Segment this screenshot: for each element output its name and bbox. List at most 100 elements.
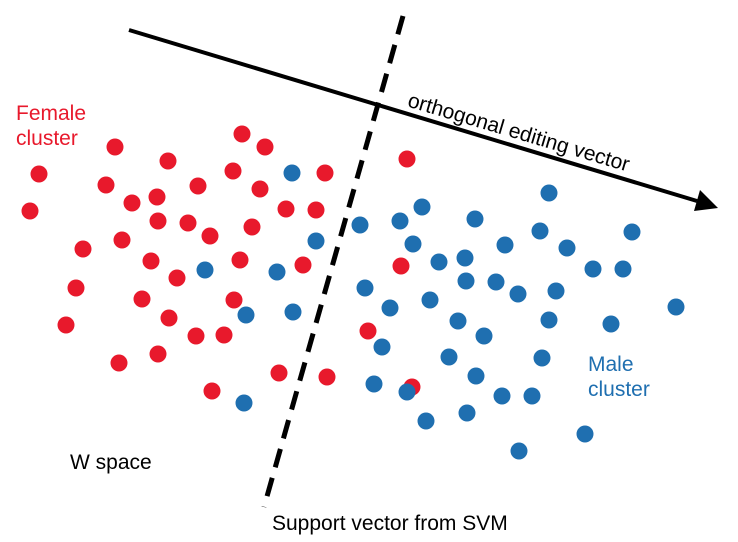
male-point [404,235,422,253]
female-point [277,200,295,218]
female-point [233,125,251,143]
male-point [475,327,493,345]
female-cluster-points [21,125,421,400]
male-point [398,383,416,401]
male-point [417,412,435,430]
male-point [493,387,511,405]
male-label-line2: cluster [588,378,650,401]
male-point [602,315,620,333]
female-point [316,164,334,182]
female-point [307,201,325,219]
male-point [196,261,214,279]
female-label-line1: Female [16,102,87,125]
female-point [225,291,243,309]
female-point [74,240,92,258]
male-point [421,291,439,309]
female-point [113,231,131,249]
female-point [187,327,205,345]
male-label-line1: Male [588,353,634,376]
male-point [237,306,255,324]
female-point [318,368,336,386]
female-point [243,218,261,236]
female-point [392,257,410,275]
male-point [235,394,253,412]
male-point [456,249,474,267]
female-point [256,138,274,156]
female-point [106,138,124,156]
female-point [179,214,197,232]
female-point [215,326,233,344]
female-point [251,180,269,198]
female-cluster-label: Female cluster [16,101,86,151]
female-label-line2: cluster [16,127,78,150]
female-point [67,279,85,297]
male-point [509,285,527,303]
female-point [398,150,416,168]
male-point [623,223,641,241]
female-point [359,322,377,340]
female-point [160,309,178,327]
male-point [667,298,685,316]
editing-vector-line [128,28,698,203]
female-point [149,212,167,230]
female-point [189,177,207,195]
male-cluster-points [196,164,685,460]
w-space-label: W space [70,451,152,474]
male-point [496,236,514,254]
female-point [57,316,75,334]
female-point [270,364,288,382]
female-point [294,256,312,274]
male-cluster-label: Male cluster [588,352,650,402]
female-point [203,382,221,400]
male-point [391,212,409,230]
male-point [510,442,528,460]
male-point [523,387,541,405]
male-point [467,367,485,385]
male-point [440,348,458,366]
female-point [123,194,141,212]
male-point [487,273,505,291]
female-point [168,269,186,287]
male-point [457,272,475,290]
female-point [110,354,128,372]
female-point [231,251,249,269]
svm-boundary-line [261,15,406,508]
male-point [458,404,476,422]
female-point [159,152,177,170]
male-point [547,282,565,300]
male-point [283,164,301,182]
male-point [466,210,484,228]
female-point [149,345,167,363]
female-point [142,252,160,270]
male-point [284,303,302,321]
female-point [133,290,151,308]
male-point [365,375,383,393]
male-point [449,312,467,330]
male-point [531,222,549,240]
male-point [614,260,632,278]
male-point [533,349,551,367]
male-point [576,425,594,443]
editing-vector-arrowhead [694,190,718,211]
male-point [540,184,558,202]
female-point [21,202,39,220]
male-point [413,198,431,216]
female-point [97,176,115,194]
male-point [268,263,286,281]
male-point [351,216,369,234]
male-point [307,232,325,250]
male-point [381,299,399,317]
male-point [540,311,558,329]
female-point [148,188,166,206]
support-vector-label: Support vector from SVM [272,512,508,535]
female-point [224,162,242,180]
male-point [356,279,374,297]
male-point [373,338,391,356]
male-point [558,239,576,257]
male-point [584,260,602,278]
male-point [430,253,448,271]
female-point [30,165,48,183]
female-point [201,227,219,245]
